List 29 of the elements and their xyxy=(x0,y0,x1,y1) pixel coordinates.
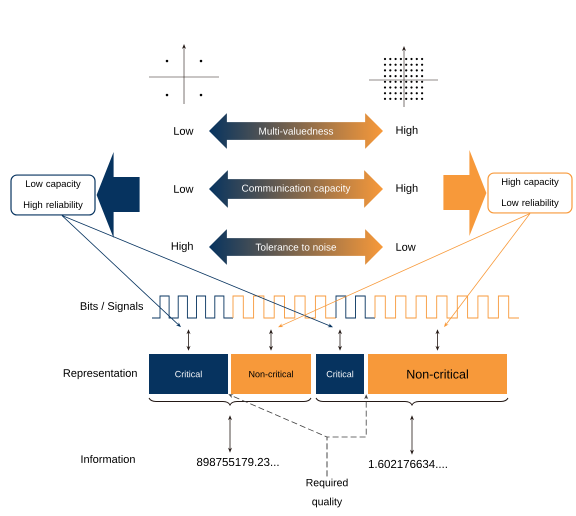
number-text: 898755179.23... xyxy=(196,458,278,466)
double-arrow: Tolerance to noise xyxy=(256,243,336,251)
scale-label: Low xyxy=(396,243,416,251)
curly-brace xyxy=(316,398,508,406)
data-block: Critical xyxy=(149,354,228,394)
signal-waveform xyxy=(232,296,336,318)
data-block: Non-critical xyxy=(231,354,311,394)
double-arrow: Communication capacity xyxy=(242,184,350,194)
scale-label: Low xyxy=(174,127,194,135)
scale-label: High xyxy=(396,184,418,194)
curly-brace xyxy=(148,398,312,406)
block-arrow xyxy=(443,150,486,236)
row-label: Bits / Signals xyxy=(80,302,144,312)
block-arrow xyxy=(96,152,140,238)
signal-waveform xyxy=(152,296,234,318)
note-text: Required quality xyxy=(306,478,348,508)
signal-waveform xyxy=(374,296,520,318)
scale-label: Low xyxy=(174,185,194,193)
scale-label: High xyxy=(396,126,418,136)
property-box: High capacity Low reliability xyxy=(487,172,573,214)
row-label: Information xyxy=(81,454,135,464)
signal-waveform xyxy=(336,296,376,318)
number-text: 1.602176634.... xyxy=(368,460,447,468)
scale-label: High xyxy=(172,242,193,252)
row-label: Representation xyxy=(64,368,137,380)
data-block: Critical xyxy=(316,354,364,394)
double-arrow: Multi-valuedness xyxy=(259,127,334,135)
data-block: Non-critical xyxy=(368,354,507,394)
property-box: Low capacity High reliability xyxy=(10,174,96,216)
